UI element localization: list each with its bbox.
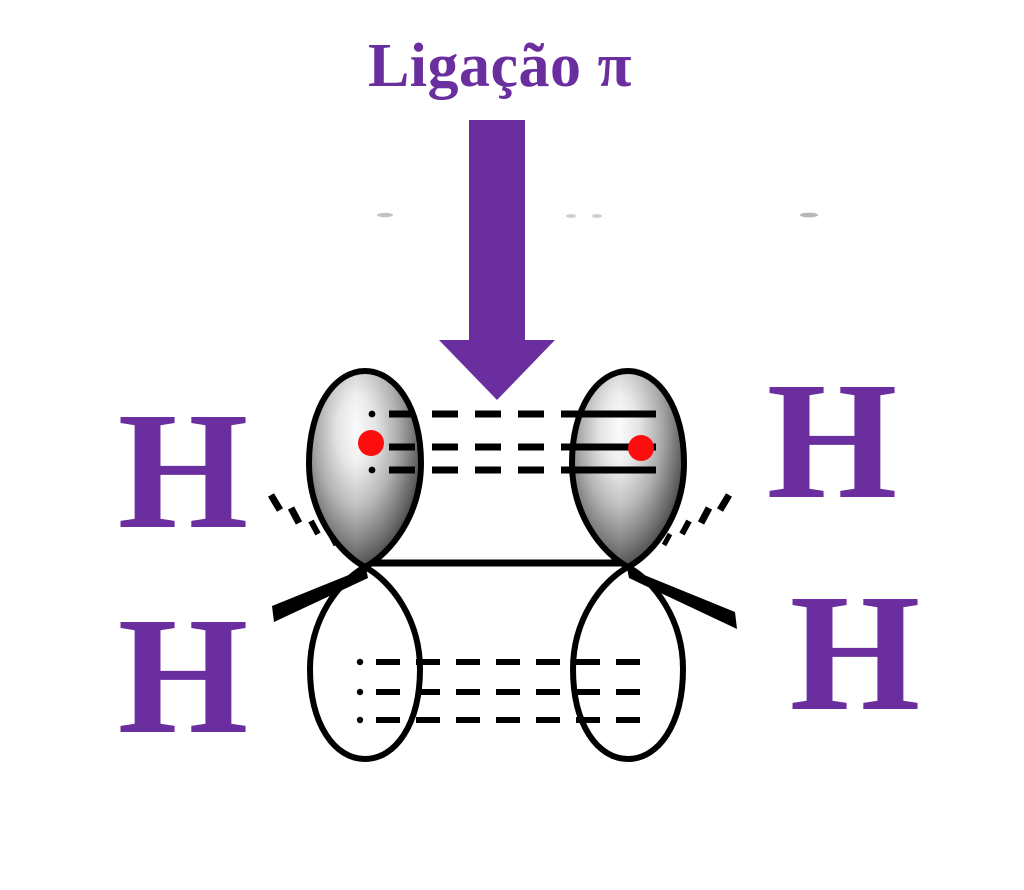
wedge-bond-lower-right: [627, 568, 737, 629]
hash-bond-upper-left: [267, 493, 339, 547]
page-title: Ligação π: [368, 32, 632, 100]
diagram-title: Ligação π: [368, 32, 632, 100]
electron-markers: [358, 430, 654, 461]
hydrogen-labels: H H H H: [118, 348, 921, 769]
pi-bond-pointer-arrow: [439, 120, 555, 400]
solid-wedge-bonds: [272, 568, 737, 629]
electron-right: [628, 435, 654, 461]
hashed-wedge-bonds: [267, 493, 733, 547]
electron-left: [358, 430, 384, 456]
h-bottom-right: H: [790, 560, 921, 746]
pi-overlap-dashes-bottom: [356, 658, 648, 724]
h-top-right: H: [767, 348, 898, 534]
wedge-bond-lower-left: [272, 568, 368, 622]
h-bottom-left: H: [118, 583, 249, 769]
scan-artifacts: [377, 212, 818, 218]
hash-bond-upper-right: [661, 493, 733, 547]
h-top-left: H: [118, 378, 249, 564]
